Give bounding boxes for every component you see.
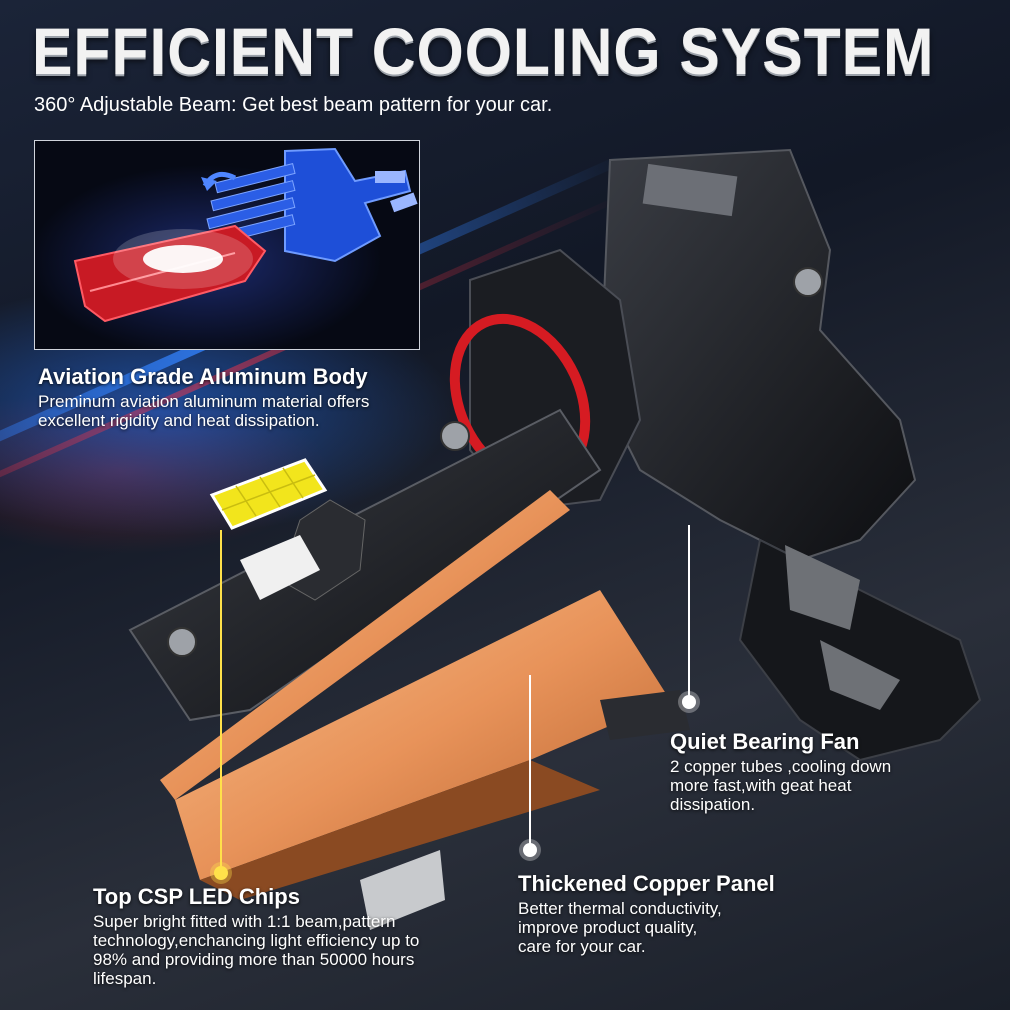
- pin-dot-copper: [523, 843, 537, 857]
- led-bulb-inset-icon: [73, 147, 418, 323]
- led-bulb-inset-image: [34, 140, 420, 350]
- feature-title: Thickened Copper Panel: [518, 871, 775, 896]
- pin-dot-chips: [214, 866, 228, 880]
- page-subtitle: 360° Adjustable Beam: Get best beam patt…: [34, 94, 553, 116]
- feature-desc: Better thermal conductivity, improve pro…: [518, 899, 722, 957]
- pin-dot-fan: [682, 695, 696, 709]
- feature-quiet-bearing-fan: Quiet Bearing Fan 2 copper tubes ,coolin…: [670, 729, 892, 815]
- page-title: EFFICIENT COOLING SYSTEM: [32, 14, 935, 88]
- feature-desc: Super bright fitted with 1:1 beam,patter…: [93, 912, 420, 989]
- feature-title: Top CSP LED Chips: [93, 884, 300, 909]
- feature-desc: Preminum aviation aluminum material offe…: [38, 392, 370, 431]
- feature-title: Quiet Bearing Fan: [670, 729, 860, 754]
- feature-copper-panel: Thickened Copper Panel Better thermal co…: [518, 871, 775, 957]
- feature-desc: 2 copper tubes ,cooling down more fast,w…: [670, 757, 892, 815]
- pin-line-copper: [529, 675, 531, 850]
- pin-line-chips: [220, 530, 222, 870]
- feature-title: Aviation Grade Aluminum Body: [38, 364, 368, 389]
- feature-aluminum-body: Aviation Grade Aluminum Body Preminum av…: [38, 364, 370, 431]
- feature-csp-led-chips: Top CSP LED Chips Super bright fitted wi…: [93, 884, 420, 989]
- pin-line-fan: [688, 525, 690, 700]
